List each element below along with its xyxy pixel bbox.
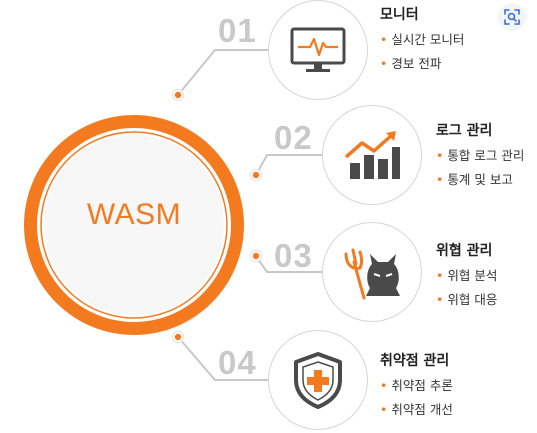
item-04-bullet-2: •취약점 개선: [380, 402, 453, 417]
item-02-bullet-2: •통계 및 보고: [436, 172, 513, 187]
visual-search-button[interactable]: [498, 3, 526, 31]
item-03-bullet-1: •위협 분석: [436, 268, 498, 283]
visual-search-icon: [504, 9, 520, 25]
item-04-circle: [268, 330, 368, 430]
item-01-circle: [268, 0, 368, 100]
item-02-title: 로그 관리: [436, 123, 493, 139]
connector-01: [177, 49, 268, 96]
item-01-bullet-1: •실시간 모니터: [380, 32, 465, 47]
center-label: WASM: [86, 198, 182, 231]
step-number-02: 02: [274, 119, 313, 156]
connector-04: [177, 336, 268, 381]
item-02-bullet-1: •통합 로그 관리: [436, 148, 525, 163]
item-03-text: 위협 관리 •위협 분석 •위협 대응: [436, 242, 497, 315]
item-02-text: 로그 관리 •통합 로그 관리 •통계 및 보고: [436, 122, 524, 195]
center-circle: [24, 115, 244, 335]
shield-plus-icon: [294, 352, 342, 409]
item-03-bullet-2: •위협 대응: [436, 292, 498, 307]
step-number-03: 03: [274, 237, 313, 274]
item-04-title: 취약점 관리: [380, 353, 450, 369]
item-03-title: 위협 관리: [436, 243, 493, 259]
step-number-04: 04: [218, 344, 257, 381]
connector-03: [255, 255, 322, 273]
item-04-bullet-1: •취약점 추론: [380, 378, 453, 393]
step-number-01: 01: [218, 12, 257, 49]
item-01-title: 모니터: [380, 7, 419, 23]
monitor-icon: [290, 27, 346, 72]
connector-02: [255, 154, 322, 176]
item-01-text: 모니터 •실시간 모니터 •경보 전파: [380, 6, 464, 79]
item-01-bullet-2: •경보 전파: [380, 56, 442, 71]
item-04-text: 취약점 관리 •취약점 추론 •취약점 개선: [380, 352, 453, 425]
devil-trident-icon: [344, 248, 400, 300]
bar-chart-trend-icon: [344, 131, 400, 179]
item-03-circle: [322, 222, 422, 322]
item-02-circle: [322, 105, 422, 205]
